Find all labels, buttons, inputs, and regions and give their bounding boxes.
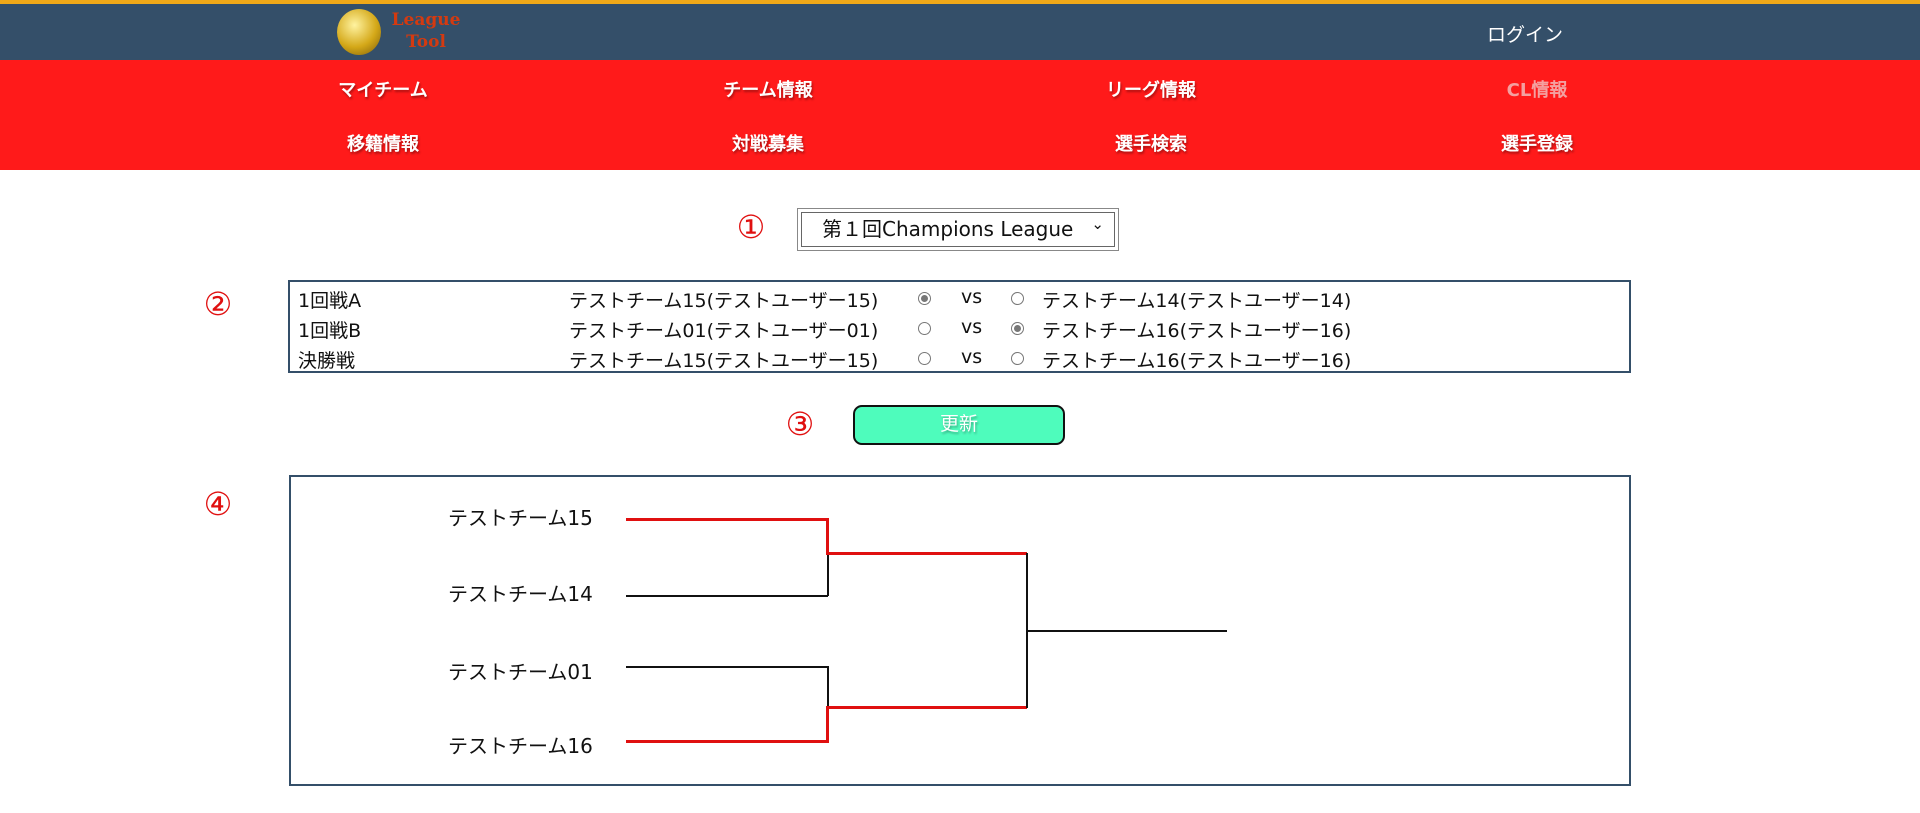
- bracket-final-line: [1026, 630, 1227, 632]
- bracket-line-winner: [626, 740, 829, 743]
- bracket-line-winner: [826, 706, 1027, 709]
- marker-2: ②: [203, 285, 233, 323]
- vs-label: vs: [961, 346, 983, 368]
- round-label: 1回戦A: [298, 290, 362, 312]
- bracket-line-winner: [826, 518, 829, 555]
- round-label: 決勝戦: [298, 350, 356, 372]
- team1-radio[interactable]: [918, 292, 931, 305]
- bracket-team: テストチーム16: [448, 734, 593, 758]
- bracket-team: テストチーム01: [448, 660, 593, 684]
- nav-player-search[interactable]: 選手検索: [1115, 134, 1187, 155]
- top-accent-line: [0, 0, 1920, 4]
- team1-label: テストチーム01(テストユーザー01): [569, 320, 879, 342]
- vs-label: vs: [961, 286, 983, 308]
- round-label: 1回戦B: [298, 320, 362, 342]
- update-button[interactable]: 更新: [853, 405, 1065, 445]
- bracket-line: [626, 595, 828, 597]
- nav-transfer-info[interactable]: 移籍情報: [347, 134, 419, 155]
- team2-label: テストチーム16(テストユーザー16): [1042, 320, 1352, 342]
- tournament-select-value: 第１回Champions League: [801, 212, 1115, 247]
- login-link[interactable]: ログイン: [1486, 24, 1563, 46]
- nav-player-register[interactable]: 選手登録: [1501, 134, 1573, 155]
- soccer-ball-icon: [337, 9, 381, 55]
- bracket-line: [827, 553, 829, 596]
- tournament-bracket: [289, 475, 1631, 786]
- team2-radio[interactable]: [1011, 322, 1024, 335]
- bracket-line: [626, 666, 828, 668]
- nav-my-team[interactable]: マイチーム: [338, 80, 428, 101]
- bracket-line-winner: [626, 518, 829, 521]
- bracket-line-winner: [826, 552, 1027, 555]
- nav-team-info[interactable]: チーム情報: [723, 80, 813, 101]
- nav-league-info[interactable]: リーグ情報: [1106, 80, 1196, 101]
- nav-match-recruit[interactable]: 対戦募集: [732, 134, 804, 155]
- main-nav: マイチーム チーム情報 リーグ情報 CL情報 移籍情報 対戦募集 選手検索 選手…: [0, 60, 1920, 170]
- match-row: 1回戦B テストチーム01(テストユーザー01) vs テストチーム16(テスト…: [290, 316, 1629, 344]
- team1-radio[interactable]: [918, 322, 931, 335]
- marker-3: ③: [785, 405, 815, 443]
- team2-label: テストチーム16(テストユーザー16): [1042, 350, 1352, 372]
- bracket-team: テストチーム14: [448, 582, 593, 606]
- vs-label: vs: [961, 316, 983, 338]
- chevron-down-icon: ⌄: [1091, 215, 1104, 233]
- match-row: 決勝戦 テストチーム15(テストユーザー15) vs テストチーム16(テストユ…: [290, 346, 1629, 374]
- marker-1: ①: [736, 208, 766, 246]
- bracket-line-winner: [826, 706, 829, 743]
- team1-label: テストチーム15(テストユーザー15): [569, 290, 879, 312]
- team2-label: テストチーム14(テストユーザー14): [1042, 290, 1352, 312]
- team2-radio[interactable]: [1011, 352, 1024, 365]
- match-list: 1回戦A テストチーム15(テストユーザー15) vs テストチーム14(テスト…: [288, 280, 1631, 373]
- team1-radio[interactable]: [918, 352, 931, 365]
- team2-radio[interactable]: [1011, 292, 1024, 305]
- match-row: 1回戦A テストチーム15(テストユーザー15) vs テストチーム14(テスト…: [290, 286, 1629, 314]
- tournament-select[interactable]: 第１回Champions League ⌄: [797, 208, 1119, 251]
- bracket-team: テストチーム15: [448, 506, 593, 530]
- marker-4: ④: [203, 485, 233, 523]
- bracket-line: [827, 666, 829, 707]
- nav-cl-info[interactable]: CL情報: [1506, 80, 1568, 101]
- team1-label: テストチーム15(テストユーザー15): [569, 350, 879, 372]
